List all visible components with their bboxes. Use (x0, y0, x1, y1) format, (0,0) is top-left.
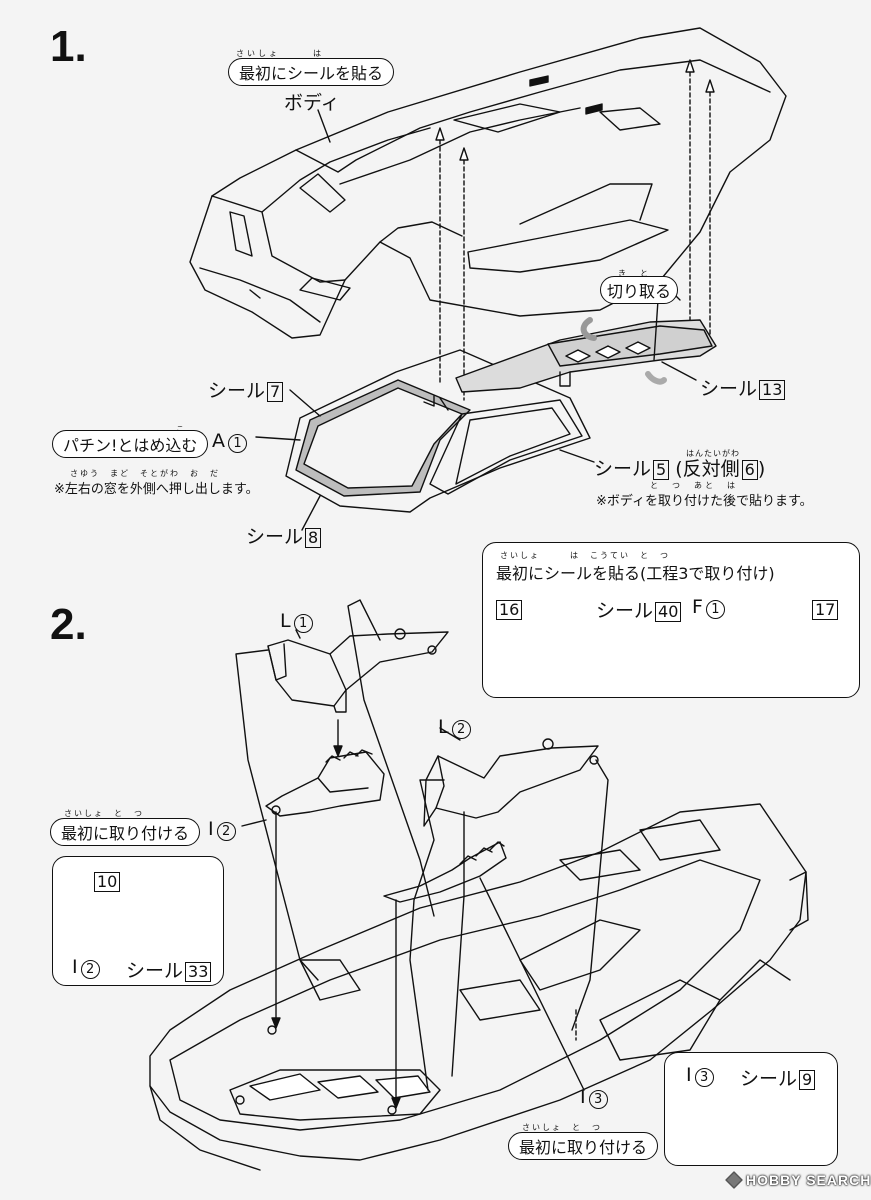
inset-i2-letter: I (72, 956, 78, 978)
seal-7-text: シール (208, 380, 266, 402)
car-body-drawing (189, 27, 787, 339)
seal-33-number: 33 (185, 962, 212, 982)
seal-5-text: シール (594, 458, 652, 480)
first-attach-ruby-2: さいしょ と つ (522, 1123, 602, 1132)
part-l1-letter: L (280, 610, 291, 632)
seal-7-number: 7 (267, 382, 284, 402)
watermark-text: HOBBY SEARCH (746, 1172, 871, 1188)
chassis-tub-drawing (149, 803, 809, 1171)
first-attach-pill: 最初に取り付ける (50, 818, 201, 846)
part-i2-drawing (265, 719, 385, 817)
after-body-note: ※ボディを取り付けた後で貼ります。 (596, 494, 813, 509)
snap-ruby: こ (176, 424, 187, 435)
seal-9-text: シール (740, 1068, 798, 1090)
part-l2-number: 2 (451, 720, 471, 739)
part-f-number: 1 (705, 600, 725, 619)
watermark-logo (725, 1171, 743, 1189)
engine-cover-drawing (455, 317, 717, 393)
part-a-letter: A (212, 430, 225, 452)
inset-left-box (52, 856, 224, 986)
part-i3-letter: I (580, 1086, 586, 1108)
box-seal-16: 16 (494, 598, 523, 620)
part-l1-drawing (267, 628, 449, 713)
part-f-letter: F (692, 596, 703, 618)
part-i2-number: 2 (216, 822, 236, 841)
seal-8-text: シール (246, 526, 304, 548)
after-body-ruby: と つ あと は (650, 481, 738, 490)
part-i3-drawing (383, 841, 507, 903)
roof-canopy-drawing (285, 349, 591, 513)
first-attach-pill-2: 最初に取り付ける (508, 1132, 659, 1160)
step-1-number: 1. (50, 22, 87, 71)
part-a-number: 1 (228, 434, 247, 453)
inset-right-box (664, 1052, 838, 1166)
seal-5-ruby: はんたいがわ (686, 449, 740, 458)
seal-40-number: 40 (655, 602, 682, 622)
seal-40-text: シール (596, 600, 654, 622)
step2-assembly-lines (235, 599, 609, 1109)
seal-5-number: 5 (653, 460, 670, 480)
seal-33-text: シール (126, 960, 184, 982)
cut-off-ruby: き と (618, 269, 651, 278)
seal-8-number: 8 (305, 528, 322, 548)
body-label: ボディ (284, 92, 340, 114)
inset-left-seal-10: 10 (92, 870, 121, 892)
part-i3-number: 3 (588, 1090, 608, 1109)
part-l1-number: 1 (293, 614, 313, 633)
inset-i3-letter: I (686, 1064, 692, 1086)
seal-5-close: ) (757, 458, 766, 480)
seal-13-number: 13 (759, 380, 786, 400)
seal-6-number: 6 (741, 460, 758, 480)
window-note-ruby: さゆう まど そとがわ お だ (70, 469, 220, 478)
seal-16-number: 16 (496, 600, 523, 620)
seal-9-number: 9 (799, 1070, 816, 1090)
cut-off-pill: 切り取る (600, 276, 679, 304)
part-l2-letter: L (438, 716, 449, 738)
first-attach-ruby: さいしょ と つ (64, 809, 144, 818)
snap-pill: パチン!とはめ込む (52, 430, 209, 458)
window-note: ※左右の窓を外側へ押し出します。 (54, 482, 259, 497)
seal-13-text: シール (700, 378, 758, 400)
seal-5-opposite-text: (反対側 (675, 458, 740, 480)
step1-guide-lines (439, 71, 711, 401)
seal-17-number: 17 (812, 600, 839, 620)
step-2-number: 2. (50, 600, 87, 649)
box-seal-17: 17 (810, 598, 839, 620)
part-i2-letter: I (208, 818, 214, 840)
box-title-ruby: さいしょ は こうてい と つ (500, 551, 670, 560)
front-bumper-inset-box (482, 542, 860, 698)
inset-i3-number: 3 (694, 1068, 714, 1087)
first-apply-ruby: さいしょ は (236, 49, 324, 58)
step1-arrowheads (435, 59, 715, 161)
box-title: 最初にシールを貼る(工程3で取り付け) (496, 564, 775, 583)
part-l2-drawing (423, 738, 599, 827)
seal-10-number: 10 (94, 872, 121, 892)
inset-i2-number: 2 (80, 960, 100, 979)
first-apply-pill: 最初にシールを貼る (228, 58, 395, 86)
step1-leader-lines (255, 109, 697, 531)
